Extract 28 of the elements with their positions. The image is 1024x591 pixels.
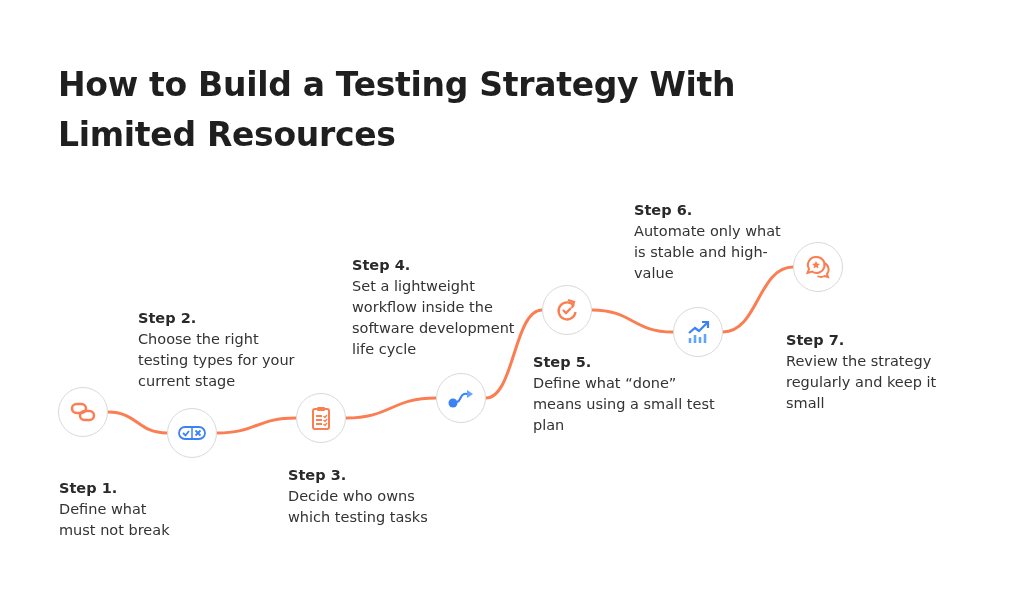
- curved-connector: [485, 308, 543, 400]
- curved-connector: [216, 416, 297, 435]
- step-description: Choose the right testing types for your current stage: [138, 330, 296, 391]
- step-description: Define what must not break: [59, 500, 171, 540]
- curved-connector: [722, 265, 794, 334]
- step-number: Step 1.: [59, 479, 119, 498]
- step-circle: [58, 387, 108, 437]
- step-description: Decide who owns which testing tasks: [288, 487, 429, 527]
- step-number: Step 7.: [786, 331, 846, 350]
- step-number: Step 4.: [352, 256, 412, 275]
- curved-connector: [107, 410, 168, 435]
- step-description: Automate only what is stable and high-value: [634, 222, 782, 283]
- step-description: Review the strategy regularly and keep it small: [786, 352, 938, 413]
- step-circle: [542, 285, 592, 335]
- step-circle: [673, 307, 723, 357]
- step-description: Define what “done” means using a small test plan: [533, 374, 716, 435]
- step-number: Step 2.: [138, 309, 198, 328]
- step-number: Step 6.: [634, 201, 694, 220]
- curved-connector: [591, 308, 674, 334]
- step-number: Step 5.: [533, 353, 593, 372]
- step-circle: [436, 373, 486, 423]
- step-circle: [167, 408, 217, 458]
- curved-connector: [345, 396, 437, 420]
- step-circle: [793, 242, 843, 292]
- step-description: Set a lightweight workflow inside the software development life cycle: [352, 277, 516, 359]
- step-circle: [296, 393, 346, 443]
- title: How to Build a Testing Strategy With Limited Resources: [58, 64, 737, 156]
- step-number: Step 3.: [288, 466, 348, 485]
